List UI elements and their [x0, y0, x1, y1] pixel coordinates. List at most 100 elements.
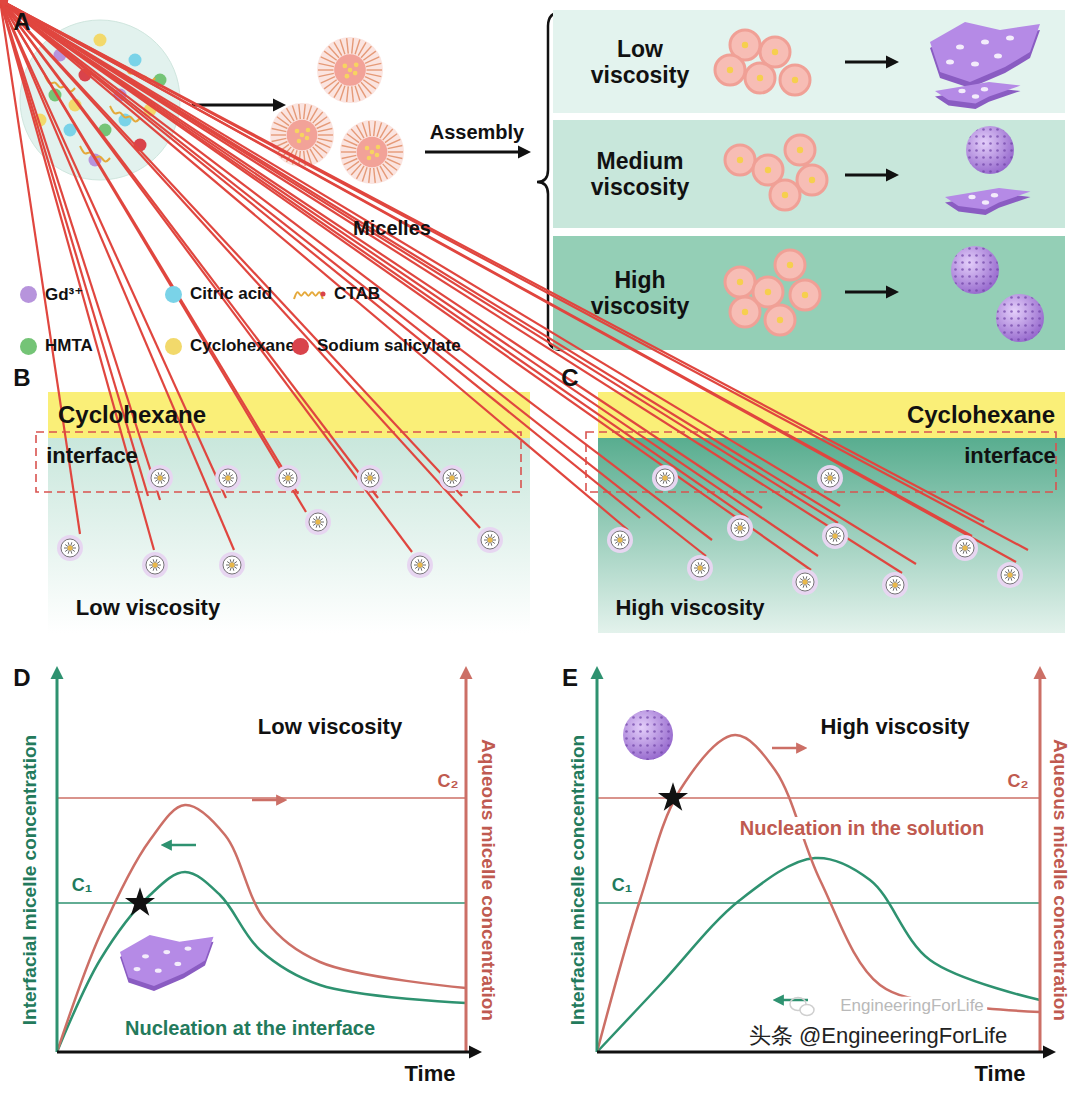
micelle — [439, 465, 465, 491]
arrow — [252, 799, 284, 802]
micelle — [687, 555, 713, 581]
micelle — [317, 37, 383, 103]
viscosity-band: Low viscosity — [553, 10, 1065, 113]
arrow — [0, 0, 378, 498]
legend-swatch — [165, 338, 182, 355]
node-label: Low viscosity — [565, 35, 715, 88]
legend-label: Sodium salicylate — [317, 336, 461, 356]
porous-sphere — [951, 246, 999, 294]
node-label: Cyclohexane — [58, 401, 206, 429]
micelle — [792, 569, 818, 595]
arrow — [0, 0, 480, 528]
plot-art — [57, 670, 478, 1052]
micelle — [997, 562, 1023, 588]
micelle — [357, 465, 383, 491]
watermark: 头条 @EngineeringForLife — [746, 1024, 1010, 1048]
legend-swatch — [165, 286, 182, 303]
legend-item: CTAB — [292, 284, 380, 304]
micelle — [57, 535, 83, 561]
left-axis — [56, 670, 59, 1052]
node-label: High viscosity — [565, 267, 715, 320]
node-label: Medium viscosity — [565, 148, 715, 201]
micelles-label: Micelles — [353, 217, 431, 239]
legend-swatch — [20, 286, 37, 303]
micelle — [727, 515, 753, 541]
arrow — [0, 0, 762, 508]
c1-line — [597, 902, 1040, 904]
legend-label: Citric acid — [190, 284, 272, 304]
condition-label: Low viscosity — [76, 596, 220, 620]
micelle — [817, 465, 843, 491]
arrow — [845, 291, 895, 294]
arrow — [0, 0, 306, 512]
porous-sheet — [120, 935, 214, 991]
micelle — [407, 552, 433, 578]
annotation: Nucleation in the solution — [737, 817, 987, 839]
threshold-label: C₂ — [1008, 772, 1029, 792]
condition-label: High viscosity — [615, 596, 764, 620]
condition-label: Low viscosity — [258, 715, 402, 739]
micelle — [142, 552, 168, 578]
water — [598, 438, 1065, 633]
node-label: Cyclohexane — [907, 401, 1055, 429]
legend-swatch — [20, 338, 37, 355]
micelle — [340, 120, 404, 184]
viscosity-band: High viscosity — [553, 236, 1065, 350]
micelle — [882, 572, 908, 598]
arrow — [0, 0, 840, 506]
legend-item: Sodium salicylate — [292, 336, 461, 356]
band — [553, 120, 1065, 228]
porous-sphere — [623, 710, 673, 760]
left-axis — [596, 670, 599, 1052]
micelle — [652, 465, 678, 491]
interfacial-curve — [597, 858, 1040, 1052]
cyclohexane-band: Cyclohexane — [598, 392, 1065, 438]
c2-line — [597, 797, 1040, 799]
arrow — [0, 0, 818, 556]
nucleation-star — [658, 782, 688, 811]
aqueous-curve — [597, 735, 1040, 1052]
panel-letter: A — [13, 9, 30, 35]
panel-letter: C — [561, 365, 578, 391]
watermark: EngineeringForLife — [837, 997, 987, 1016]
legend-label: HMTA — [45, 336, 93, 356]
legend-label: CTAB — [334, 284, 380, 304]
arrow — [0, 0, 462, 496]
legend-item: Cyclohexane — [165, 336, 295, 356]
micelle — [219, 552, 245, 578]
watermark-icon — [790, 998, 814, 1016]
axis-label: Time — [975, 1062, 1026, 1086]
viscosity-band: Medium viscosity — [553, 120, 1065, 228]
cyclohexane-band: Cyclohexane — [48, 392, 530, 438]
porous-sphere — [966, 126, 1014, 174]
arrow — [0, 0, 298, 494]
c2-line — [57, 797, 466, 799]
axis-label: Aqueous micelle concentration — [478, 739, 499, 1021]
panel-letter: B — [13, 365, 30, 391]
interfacial-curve — [57, 872, 466, 1052]
arrow — [0, 0, 640, 518]
porous-sheet — [935, 82, 1021, 109]
micelle-cluster — [725, 135, 827, 210]
micelle — [607, 527, 633, 553]
arrow — [845, 61, 895, 64]
time-axis — [597, 1051, 1052, 1054]
porous-sphere — [996, 294, 1044, 342]
porous-sheet — [930, 22, 1040, 88]
axis-label: Time — [405, 1062, 456, 1086]
condition-label: High viscosity — [820, 715, 969, 739]
threshold-label: C₁ — [72, 876, 92, 896]
legend-item: Citric acid — [165, 284, 272, 304]
legend-label: Gd³⁺ — [45, 284, 83, 305]
nucleation-star — [125, 887, 155, 916]
plot-art — [597, 670, 1052, 1052]
legend-item: HMTA — [20, 336, 93, 356]
arrow — [0, 0, 811, 570]
arrow — [0, 0, 1028, 550]
panel-letter: D — [13, 665, 30, 691]
legend-label: Cyclohexane — [190, 336, 295, 356]
arrow — [772, 747, 804, 750]
interface-panel-art — [0, 0, 1065, 633]
